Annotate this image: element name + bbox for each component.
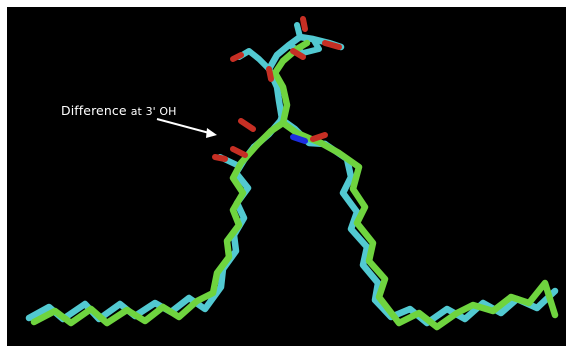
nitrogen-bond: [290, 134, 308, 144]
oxygen-bond-1: [300, 16, 308, 32]
annotation-text-detail: at 3' OH: [130, 105, 177, 118]
annotation-text-main: Difference: [61, 103, 131, 118]
cyan-right-tail: [321, 140, 559, 327]
oxygen-bond-2: [290, 48, 306, 60]
cyan-conformer: [25, 22, 559, 327]
molecule-render: [25, 16, 559, 331]
cyan-left-tail: [25, 143, 258, 323]
annotation-arrow: [156, 118, 217, 138]
nitrogen-atom: [290, 134, 308, 144]
oxygen-bond-5: [266, 66, 274, 82]
oxygen-atoms: [212, 16, 342, 162]
oxygen-bond-4: [230, 52, 244, 62]
oxygen-bond-6: [238, 118, 256, 132]
oxygen-bond-3: [322, 40, 342, 50]
difference-annotation: Difference at 3' OH: [61, 103, 177, 118]
oxygen-bond-8: [212, 154, 228, 162]
image-frame: Difference at 3' OH: [7, 7, 566, 346]
oxygen-bond-9: [310, 132, 328, 142]
oxygen-bond-7: [230, 146, 248, 158]
green-conformer: [30, 39, 559, 331]
green-right-tail: [317, 139, 559, 331]
green-left-tail: [30, 141, 261, 327]
